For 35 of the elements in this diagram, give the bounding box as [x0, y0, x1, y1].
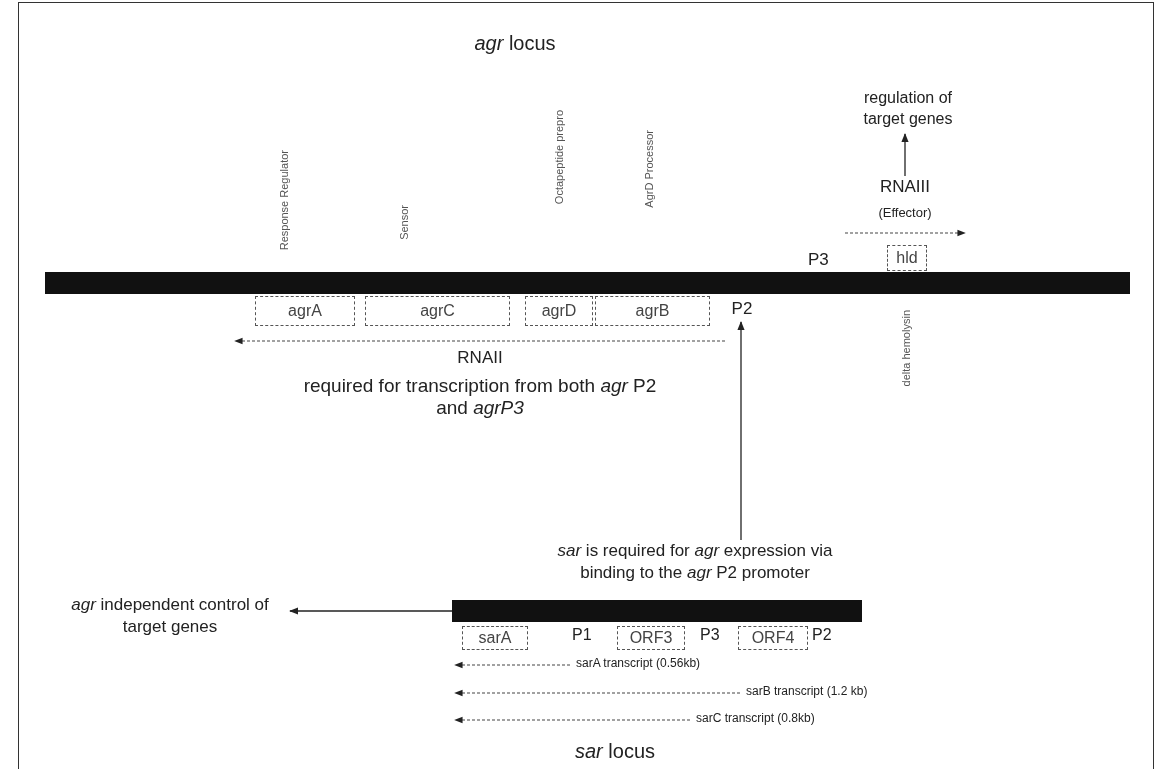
gene-box: hld — [887, 245, 927, 271]
rna-label: RNAII — [456, 348, 504, 368]
annotation-text: regulation of target genes — [848, 88, 968, 134]
annotation-text: agr independent control of target genes — [50, 594, 290, 640]
promoter-label: P3 — [808, 250, 830, 270]
dna-bar — [45, 272, 1130, 294]
transcript-label: sarC transcript (0.8kb) — [696, 711, 816, 725]
gene-box: agrA — [255, 296, 355, 326]
gene-function-label: Octapeptide prepro — [553, 110, 565, 205]
locus-heading: agr locus — [473, 32, 557, 55]
dna-bar — [452, 600, 862, 622]
gene-function-label: Sensor — [398, 205, 410, 240]
gene-box: sarA — [462, 626, 528, 650]
promoter-label: P2 — [812, 626, 833, 644]
promoter-label: P3 — [700, 626, 721, 644]
rna-label: (Effector) — [877, 205, 933, 220]
gene-function-label: Response Regulator — [278, 150, 290, 251]
locus-heading: sar locus — [573, 740, 656, 763]
annotation-text: sar is required for agr expression via binding to the agr P2 promoter — [530, 540, 860, 590]
arrow — [901, 133, 909, 177]
gene-box: agrB — [595, 296, 710, 326]
promoter-label: P2 — [726, 298, 758, 320]
gene-function-label: delta hemolysin — [900, 310, 912, 387]
transcript-label: sarB transcript (1.2 kb) — [746, 684, 869, 698]
gene-box: ORF4 — [738, 626, 808, 650]
annotation-text: required for transcription from both agr P2 and agrP3 — [302, 375, 658, 419]
gene-function-label: AgrD Processor — [643, 130, 655, 208]
arrow — [289, 607, 453, 615]
promoter-label: P1 — [572, 626, 593, 644]
transcript-label: sarA transcript (0.56kb) — [576, 656, 702, 670]
arrow — [737, 321, 745, 541]
gene-box: agrD — [525, 296, 593, 326]
gene-box: ORF3 — [617, 626, 685, 650]
rna-label: RNAIII — [870, 176, 940, 198]
gene-box: agrC — [365, 296, 510, 326]
